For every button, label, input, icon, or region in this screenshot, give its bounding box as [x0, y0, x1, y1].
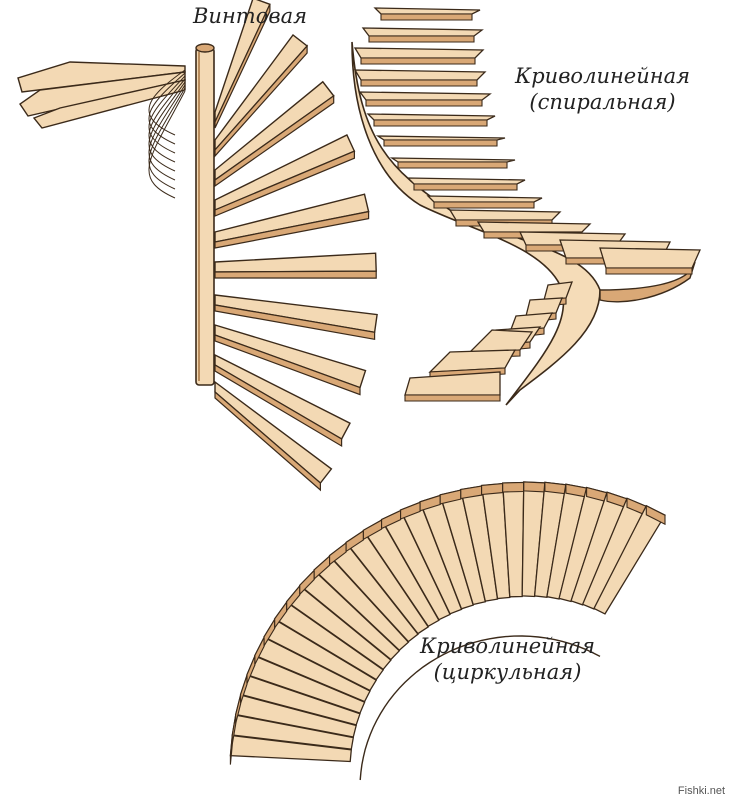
screw-twist-line — [148, 69, 186, 136]
spiral-tread — [353, 69, 487, 81]
screw-tread-upper — [19, 71, 186, 117]
screw-tread-edge — [214, 44, 308, 158]
spiral-tread-edge — [605, 267, 693, 275]
spiral-tread — [375, 135, 506, 141]
spiral-tread — [353, 47, 485, 59]
screw-twist-line — [148, 78, 186, 163]
screw-tread-edge — [214, 270, 377, 279]
circular-tread-edge — [544, 481, 567, 495]
screw-tread-edge — [214, 334, 361, 396]
screw-twist-line — [148, 84, 186, 181]
circular-tread-edge — [400, 501, 421, 520]
screw-twist-line — [148, 75, 186, 154]
screw-twist-line — [148, 87, 186, 190]
spiral-tread — [361, 27, 484, 37]
circular-tread-edge — [235, 694, 242, 724]
spiral-tread-edge — [433, 201, 535, 209]
spiral-tread-edge — [365, 99, 483, 107]
circular-tread-edge — [246, 655, 256, 684]
label-circular-line2: (циркульная) — [433, 660, 582, 684]
circular-tread-edge — [502, 481, 525, 493]
spiral-tread — [426, 195, 543, 203]
circular-tread-edge — [381, 509, 402, 530]
spiral-tread — [366, 113, 496, 121]
spiral-tread-edge — [360, 57, 476, 65]
spiral-tread-edge — [383, 139, 498, 147]
spiral-tread-edge — [397, 161, 508, 169]
screw-tread-edge — [214, 390, 321, 492]
spiral-lower-tread — [404, 371, 501, 396]
circular-tread-edge — [460, 485, 483, 500]
circular-tread-edge — [523, 481, 546, 493]
spiral-tread — [358, 91, 492, 101]
screw-tread-edge — [214, 4, 271, 129]
label-spiral-line2: (спиральная) — [529, 90, 676, 114]
spiral-lower-tread-edge — [404, 394, 501, 402]
spiral-tread — [389, 157, 516, 163]
spiral-tread — [599, 247, 701, 269]
screw-tread-edge — [214, 210, 370, 249]
spiral-tread — [373, 7, 481, 15]
screw-tread — [214, 134, 356, 212]
label-spiral-line1: Криволинейная — [514, 64, 691, 88]
circular-tread-edge — [240, 675, 248, 704]
spiral-tread — [448, 209, 562, 221]
circular-tread-edge — [419, 494, 441, 512]
spiral-tread-edge — [413, 183, 518, 191]
label-screw-staircase: Винтовая — [193, 4, 307, 28]
watermark: Fishki.net — [677, 785, 725, 797]
spiral-tread-edge — [373, 119, 488, 127]
screw-twist-line — [148, 90, 186, 199]
screw-tread-upper — [17, 61, 186, 93]
circular-tread-edge — [645, 504, 666, 526]
circular-tread-edge — [231, 715, 237, 745]
circular-tread-edge — [481, 482, 504, 496]
screw-tread-edge — [214, 363, 343, 448]
spiral-tread-edge — [380, 13, 473, 21]
spiral-tread-edge — [360, 79, 478, 87]
screw-tread-edge — [214, 94, 335, 188]
screw-tread-edge — [214, 304, 376, 341]
spiral-tread-edge — [368, 35, 475, 43]
screw-post-top — [195, 43, 215, 53]
spiral-tread — [406, 177, 526, 185]
screw-tread-edge — [214, 150, 355, 217]
circular-staircase — [229, 481, 666, 781]
screw-tread — [214, 252, 377, 273]
label-spiral-staircase: Криволинейная (спиральная) — [490, 63, 715, 115]
spiral-tread — [476, 221, 592, 233]
screw-staircase — [17, 0, 378, 492]
screw-twist-line — [148, 72, 186, 145]
circular-tread-edge — [439, 489, 462, 505]
circular-inner-stringer — [359, 635, 601, 781]
label-circular-line1: Криволинейная — [419, 634, 596, 658]
label-circular-staircase: Криволинейная (циркульная) — [395, 633, 620, 685]
screw-twist-line — [148, 81, 186, 172]
spiral-staircase — [351, 7, 701, 406]
